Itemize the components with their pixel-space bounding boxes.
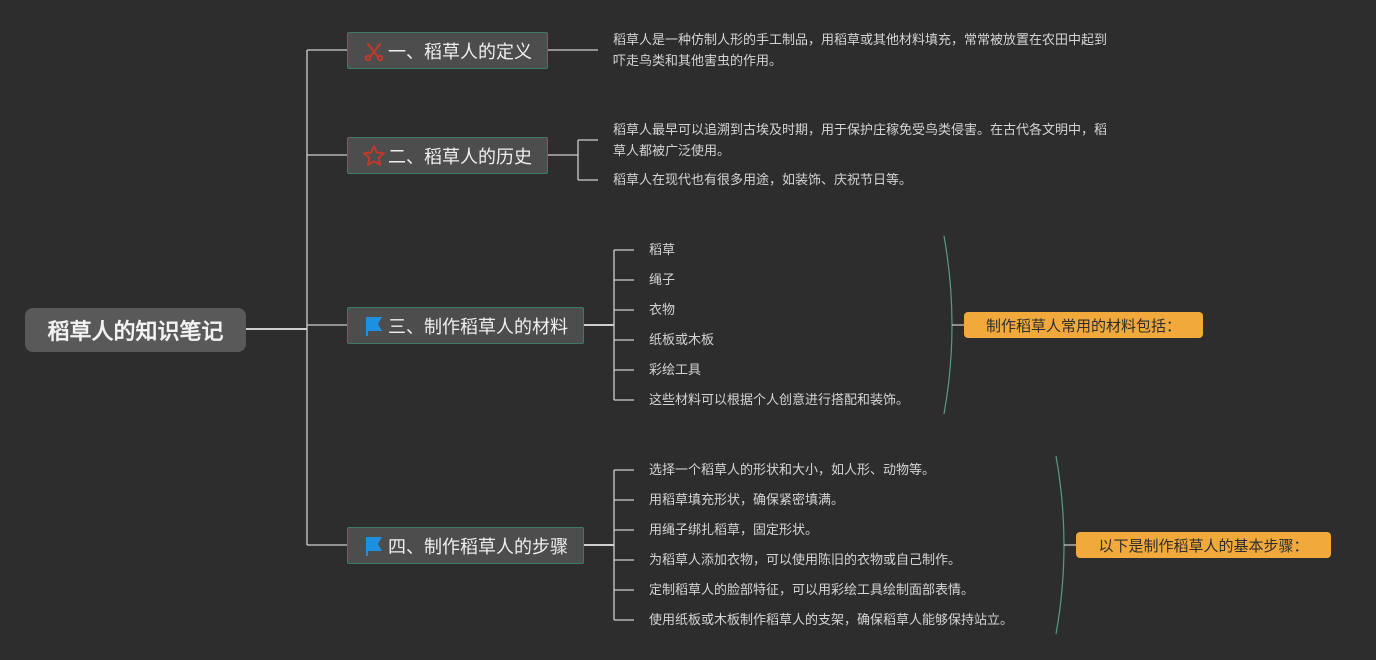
summary-brace-steps [1055, 455, 1065, 635]
scissors-icon [362, 39, 386, 63]
topic-definition[interactable]: 一、稻草人的定义 [347, 32, 548, 69]
steps-summary[interactable]: 以下是制作稻草人的基本步骤： [1076, 532, 1331, 558]
topic-label: 一、稻草人的定义 [388, 41, 532, 63]
topic-history[interactable]: 二、稻草人的历史 [347, 137, 548, 174]
materials-leaf-2[interactable]: 绳子 [649, 273, 676, 288]
topic-label: 四、制作稻草人的步骤 [388, 536, 568, 558]
materials-leaf-5[interactable]: 彩绘工具 [649, 363, 702, 378]
summary-brace-materials [943, 235, 953, 415]
flag-icon [362, 314, 386, 338]
steps-leaf-4[interactable]: 为稻草人添加衣物，可以使用陈旧的衣物或自己制作。 [649, 553, 962, 568]
root-topic[interactable]: 稻草人的知识笔记 [25, 308, 246, 352]
materials-leaf-3[interactable]: 衣物 [649, 303, 676, 318]
history-leaf-1[interactable]: 稻草人最早可以追溯到古埃及时期，用于保护庄稼免受鸟类侵害。在古代各文明中，稻草人… [613, 123, 1108, 159]
flag-icon [362, 534, 386, 558]
topic-materials[interactable]: 三、制作稻草人的材料 [347, 307, 584, 344]
materials-leaf-6[interactable]: 这些材料可以根据个人创意进行搭配和装饰。 [649, 393, 910, 408]
materials-summary[interactable]: 制作稻草人常用的材料包括： [964, 312, 1203, 338]
steps-leaf-6[interactable]: 使用纸板或木板制作稻草人的支架，确保稻草人能够保持站立。 [649, 613, 1014, 628]
definition-leaf-1[interactable]: 稻草人是一种仿制人形的手工制品，用稻草或其他材料填充，常常被放置在农田中起到吓走… [613, 33, 1108, 69]
steps-leaf-2[interactable]: 用稻草填充形状，确保紧密填满。 [649, 493, 845, 508]
steps-leaf-5[interactable]: 定制稻草人的脸部特征，可以用彩绘工具绘制面部表情。 [649, 583, 975, 598]
star-icon [362, 144, 386, 168]
steps-leaf-3[interactable]: 用绳子绑扎稻草，固定形状。 [649, 523, 819, 538]
materials-leaf-4[interactable]: 纸板或木板 [649, 333, 715, 348]
materials-leaf-1[interactable]: 稻草 [649, 243, 676, 258]
topic-label: 二、稻草人的历史 [388, 146, 532, 168]
steps-leaf-1[interactable]: 选择一个稻草人的形状和大小，如人形、动物等。 [649, 463, 936, 478]
topic-steps[interactable]: 四、制作稻草人的步骤 [347, 527, 584, 564]
topic-label: 三、制作稻草人的材料 [388, 316, 568, 338]
history-leaf-2[interactable]: 稻草人在现代也有很多用途，如装饰、庆祝节日等。 [613, 173, 913, 188]
